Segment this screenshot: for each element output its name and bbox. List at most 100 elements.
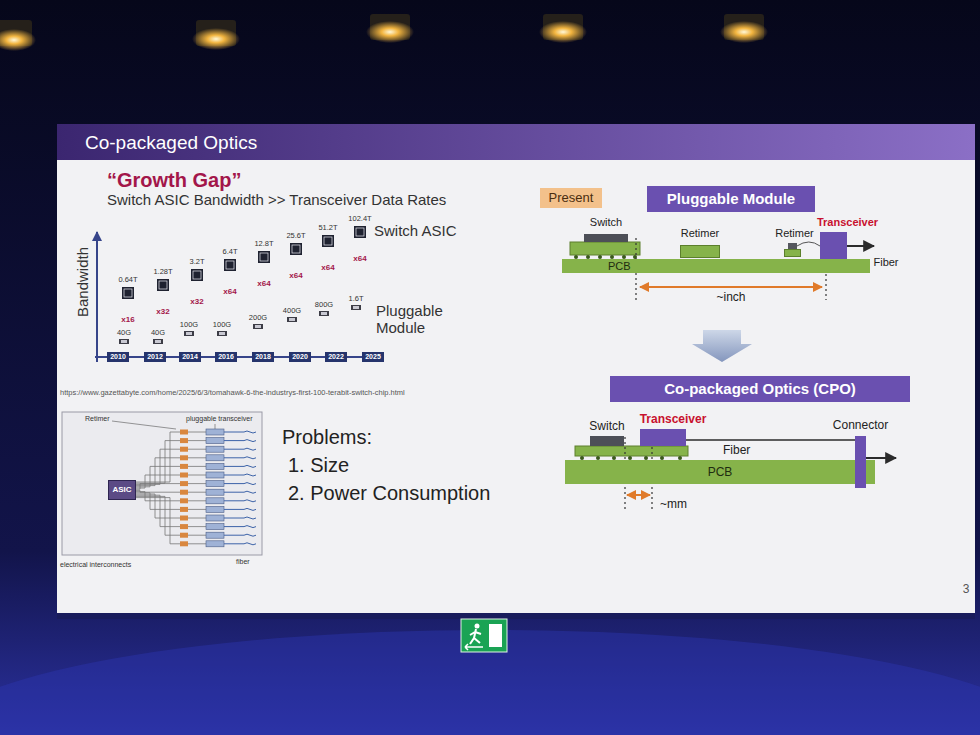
electrical-trace xyxy=(134,432,206,482)
board-illustration-frame xyxy=(62,412,262,555)
asic-icon-die xyxy=(226,261,234,269)
chart-y-axis xyxy=(96,232,98,362)
pluggable-transceiver-block xyxy=(206,455,224,461)
leader-line xyxy=(215,424,216,429)
ceiling-spotlight xyxy=(720,14,768,43)
retimer-block xyxy=(180,541,188,546)
switch-chip: Switch xyxy=(590,436,624,446)
year-box: 2020 xyxy=(289,352,311,362)
bandwidth-value: 1.28T xyxy=(153,268,172,277)
node-text: ASIC xyxy=(112,485,131,495)
fiber-line xyxy=(224,457,256,459)
fiber-line xyxy=(224,491,256,493)
multiplier-value: x16 xyxy=(121,315,134,324)
fiber-line xyxy=(224,440,256,442)
asic-icon-die xyxy=(324,237,332,245)
electrical-trace xyxy=(134,475,206,488)
bandwidth-value: 0.64T xyxy=(118,276,137,285)
node-text: Pluggable Module xyxy=(659,190,803,208)
section-header: Pluggable Module xyxy=(647,186,815,212)
ceiling-spotlight xyxy=(539,14,587,43)
module-icon xyxy=(287,317,297,322)
axis-label: Bandwidth xyxy=(74,247,91,317)
switch-chip: Switch xyxy=(584,234,628,242)
asic-icon-die xyxy=(159,281,167,289)
module-rate: 40G xyxy=(117,329,131,338)
exit-sign xyxy=(461,619,507,652)
slide-title: Co-packaged Optics xyxy=(85,132,257,154)
callout-label: pluggable transceiver xyxy=(186,415,253,423)
source-url: https://www.gazettabyte.com/home/2025/6/… xyxy=(60,389,405,398)
pluggable-transceiver-block xyxy=(206,446,224,452)
series-label: Switch ASIC xyxy=(374,222,457,239)
asic-icon xyxy=(322,235,334,247)
retimer-block xyxy=(180,507,188,512)
node-text: 2010 xyxy=(110,353,126,361)
growth-gap-heading: “Growth Gap” xyxy=(107,169,241,192)
multiplier-value: x64 xyxy=(321,263,334,272)
bandwidth-value: 102.4T xyxy=(348,215,371,224)
module-rate: 1.6T xyxy=(348,295,363,304)
pluggable-transceiver-block xyxy=(206,506,224,512)
asic-icon xyxy=(191,269,203,281)
screen-edge xyxy=(57,613,975,619)
status-tag: Present xyxy=(540,188,603,208)
module-icon-face xyxy=(289,318,295,321)
callout-label: fiber xyxy=(236,558,250,566)
bandwidth-value: 51.2T xyxy=(318,224,337,233)
node-text: 2018 xyxy=(255,353,271,361)
pluggable-transceiver-block xyxy=(206,429,224,435)
asic-icon xyxy=(354,226,366,238)
multiplier-value: x64 xyxy=(223,287,236,296)
fiber-arrow xyxy=(847,245,874,247)
module-icon-face xyxy=(155,340,161,343)
ceiling-spotlight xyxy=(192,20,240,50)
fiber-line xyxy=(224,526,256,528)
node-text: Transceiver xyxy=(640,412,707,426)
asic-icon-die xyxy=(193,271,201,279)
node-text: Present xyxy=(549,190,594,206)
module-rate: 200G xyxy=(249,314,267,323)
section-header: Co-packaged Optics (CPO) xyxy=(610,376,910,402)
asic-icon xyxy=(258,251,270,263)
bandwidth-value: 3.2T xyxy=(189,258,204,267)
retimer-block xyxy=(180,490,188,495)
fiber-line xyxy=(224,431,256,433)
fiber-line xyxy=(224,543,256,545)
node-text: 2022 xyxy=(328,353,344,361)
dimension-arrow xyxy=(640,286,822,288)
node-text: 2014 xyxy=(182,353,198,361)
year-box: 2025 xyxy=(362,352,384,362)
dimension-label: ~mm xyxy=(660,498,687,512)
retimer-chip: Retimer xyxy=(784,249,801,257)
node-text: Transceiver xyxy=(817,216,878,229)
module-icon-face xyxy=(255,325,261,328)
pluggable-transceiver-block xyxy=(206,481,224,487)
pcb-board: PCB xyxy=(562,259,870,273)
asic-icon-die xyxy=(292,245,300,253)
pluggable-transceiver-block xyxy=(206,498,224,504)
node-text: Switch xyxy=(589,419,624,433)
dimension-arrow xyxy=(627,494,650,496)
asic-box: ASIC xyxy=(108,480,135,500)
pluggable-transceiver-block xyxy=(206,472,224,478)
fiber-line xyxy=(224,534,256,536)
year-box: 2016 xyxy=(215,352,237,362)
multiplier-value: x64 xyxy=(353,254,366,263)
switch-substrate xyxy=(570,242,640,255)
fiber-label: Fiber xyxy=(873,256,898,269)
module-icon-face xyxy=(219,332,225,335)
page-number: 3 xyxy=(963,583,970,597)
transition-arrow xyxy=(692,330,752,362)
asic-icon-die xyxy=(260,253,268,261)
fiber-line xyxy=(224,517,256,519)
ceiling-spotlight xyxy=(366,14,414,43)
pcb-board: PCB xyxy=(565,460,875,484)
pluggable-transceiver-block xyxy=(206,489,224,495)
multiplier-value: x64 xyxy=(289,271,302,280)
retimer-block xyxy=(180,516,188,521)
year-box: 2018 xyxy=(252,352,274,362)
fiber-line xyxy=(224,508,256,510)
asic-icon xyxy=(290,243,302,255)
node-text: Connector xyxy=(833,418,888,432)
